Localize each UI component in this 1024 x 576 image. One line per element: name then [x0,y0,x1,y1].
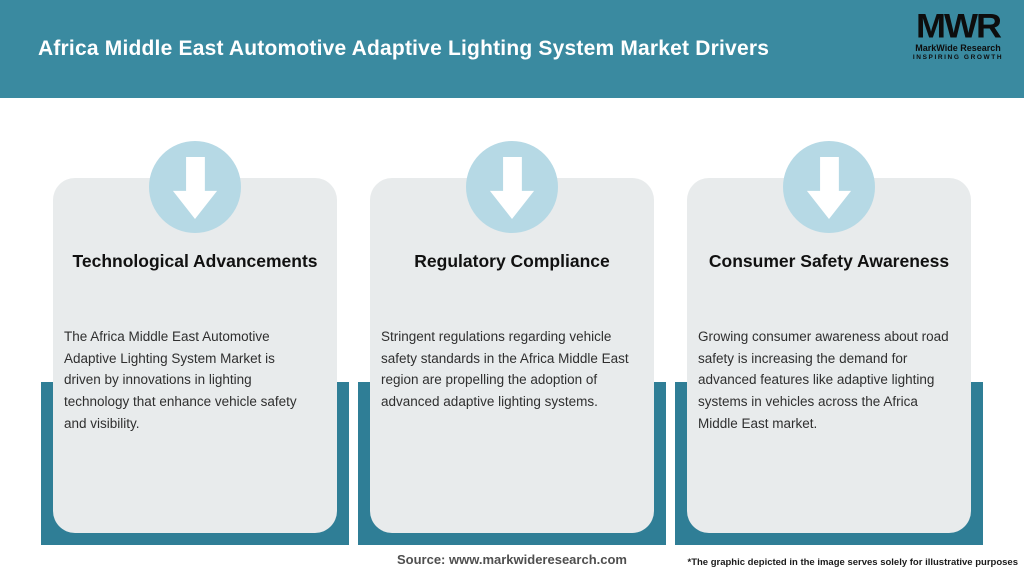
page-title: Africa Middle East Automotive Adaptive L… [38,37,770,60]
down-arrow-icon [806,157,852,219]
logo-company-name: MarkWide Research [915,43,1001,54]
card-title: Consumer Safety Awareness [708,251,950,271]
down-arrow-badge [466,141,558,233]
header-band: Africa Middle East Automotive Adaptive L… [0,0,1024,98]
down-arrow-badge [149,141,241,233]
source-text: Source: www.markwideresearch.com [396,552,627,567]
card-panel: Regulatory Compliance Stringent regulati… [370,141,654,533]
driver-card-technological-advancements: Technological Advancements The Africa Mi… [41,141,349,545]
driver-card-regulatory-compliance: Regulatory Compliance Stringent regulati… [358,141,666,545]
card-title: Technological Advancements [72,251,318,271]
card-title: Regulatory Compliance [414,251,610,271]
logo-tagline: INSPIRING GROWTH [912,54,1004,62]
card-panel: Technological Advancements The Africa Mi… [53,141,337,533]
card-panel: Consumer Safety Awareness Growing consum… [687,141,971,533]
disclaimer-text: *The graphic depicted in the image serve… [687,557,1019,568]
down-arrow-icon [489,157,535,219]
down-arrow-icon [172,157,218,219]
card-body-text: The Africa Middle East Automotive Adapti… [64,329,297,431]
markwide-logo: MWR MarkWide Research INSPIRING GROWTH [910,5,1006,62]
down-arrow-badge [783,141,875,233]
logo-monogram: MWR [916,5,1002,46]
card-body-text: Stringent regulations regarding vehicle … [381,329,629,410]
driver-card-consumer-safety-awareness: Consumer Safety Awareness Growing consum… [675,141,983,545]
card-body-text: Growing consumer awareness about road sa… [698,329,949,431]
